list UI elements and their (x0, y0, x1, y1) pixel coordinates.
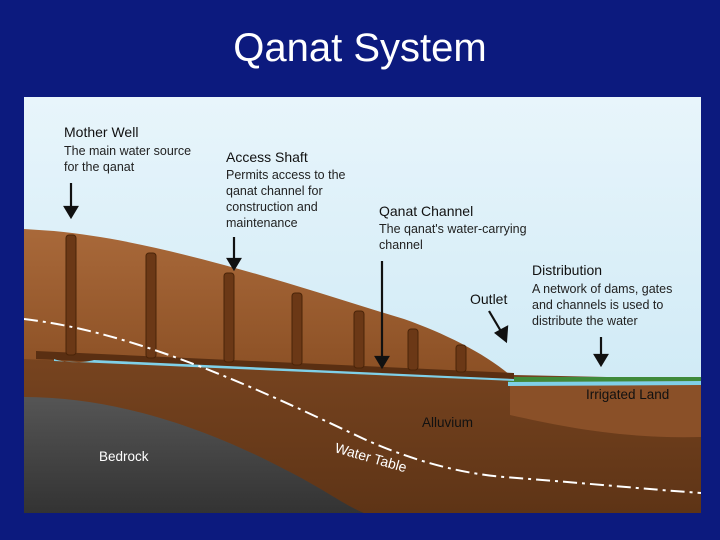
outlet-label: Outlet (470, 291, 508, 307)
mother-well-label: Mother Well (64, 124, 139, 140)
pointer-arrows (63, 183, 609, 370)
alluvium-label: Alluvium (422, 415, 474, 430)
mother-well-arrowhead (63, 205, 79, 220)
access-shaft-desc: Permits access to the qanat channel for … (226, 167, 346, 231)
access-shafts (65, 234, 467, 373)
qanat-channel-label: Qanat Channel (379, 203, 474, 219)
access-shaft-2 (223, 272, 235, 363)
access-shaft-3 (291, 292, 303, 366)
qanat-channel-tunnel (36, 351, 514, 381)
grass-strip (508, 377, 701, 382)
qanat-diagram-svg: Water Table (24, 97, 701, 513)
access-shaft-6 (455, 344, 467, 373)
distribution-desc: A network of dams, gates and channels is… (532, 281, 672, 329)
slide-title: Qanat System (233, 26, 487, 70)
access-shaft-label: Access Shaft (226, 149, 308, 165)
distribution-label: Distribution (532, 262, 603, 278)
access-shaft-5 (407, 328, 419, 371)
outlet-arrow (488, 310, 503, 334)
qanat-channel-desc-line: The qanat's water-carrying (379, 222, 527, 236)
qanat-diagram: Water Table Mother Well The main water s… (24, 97, 701, 513)
distribution-arrowhead (593, 353, 609, 368)
mother-well-shaft (65, 234, 77, 356)
irrigation-water (508, 381, 701, 386)
mother-well-desc-line: The main water source (64, 144, 192, 158)
bedrock-layer (24, 397, 364, 513)
lowland-soil (510, 377, 701, 438)
access-shaft-desc-line: Permits access to the (226, 168, 346, 182)
access-shaft-desc-line: qanat channel for (226, 184, 323, 198)
access-shaft-arrowhead (226, 257, 242, 272)
qanat-channel-arrowhead (374, 355, 390, 370)
access-shaft-1 (145, 252, 157, 359)
outlet-arrowhead (494, 325, 509, 344)
mother-well-desc: The main water source for the qanat (64, 143, 191, 175)
distribution-desc-line: distribute the water (532, 314, 638, 328)
irrigated-land-label: Irrigated Land (586, 387, 670, 402)
access-shaft-desc-line: maintenance (226, 216, 298, 230)
distribution-desc-line: A network of dams, gates (532, 282, 673, 296)
channel-water (54, 359, 514, 381)
qanat-channel-desc-line: channel (379, 238, 423, 252)
distribution-desc-line: and channels is used to (532, 298, 664, 312)
bedrock-label: Bedrock (99, 449, 149, 464)
qanat-channel-desc: The qanat's water-carrying channel (379, 221, 527, 253)
access-shaft-4 (353, 310, 365, 369)
access-shaft-desc-line: construction and (226, 200, 318, 214)
mother-well-desc-line: for the qanat (64, 160, 135, 174)
